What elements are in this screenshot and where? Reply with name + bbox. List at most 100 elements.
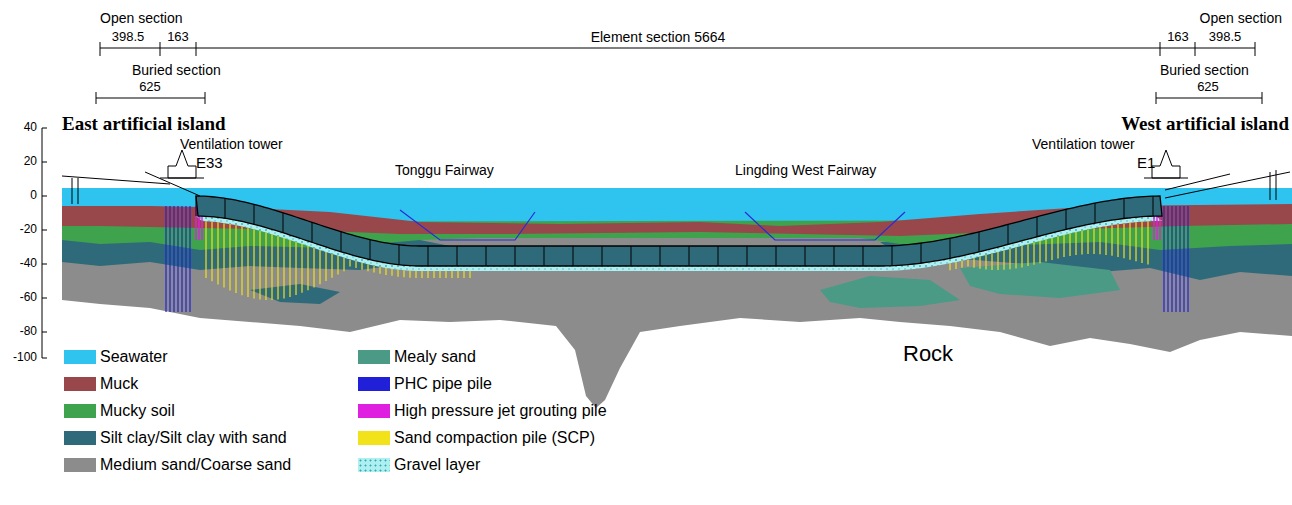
sand-compaction-pile	[1021, 246, 1022, 268]
element-joint	[544, 246, 545, 266]
fairway-outlines	[400, 210, 905, 240]
element-joint	[254, 204, 255, 224]
diagram-label: Tonggu Fairway	[395, 163, 494, 178]
legend-text: Silt clay/Silt clay with sand	[100, 429, 287, 447]
axis-value: -60	[20, 291, 37, 304]
diagram-label: E1	[1137, 155, 1155, 172]
element-joint	[950, 238, 951, 258]
diagram-label: Element section 5664	[591, 30, 726, 45]
sand-compaction-pile	[277, 236, 278, 299]
legend-text: High pressure jet grouting pile	[394, 402, 607, 420]
island-post	[1276, 170, 1277, 200]
phc-pipe-pile	[1163, 206, 1164, 312]
sand-compaction-pile	[379, 267, 380, 274]
axis-tick	[42, 230, 47, 231]
sand-compaction-pile	[1147, 221, 1148, 264]
phc-pipe-pile	[1183, 206, 1184, 312]
tunnel-elements	[196, 196, 1162, 266]
legend-text: Seawater	[100, 348, 168, 366]
phc-pipe-pile	[1171, 206, 1172, 312]
dimension-tick	[100, 42, 101, 56]
axis-tick	[42, 162, 47, 163]
element-joint	[283, 213, 284, 233]
sand-compaction-pile	[271, 234, 272, 300]
dimension-tick	[1156, 92, 1157, 104]
element-joint	[1008, 224, 1009, 244]
legend-text: Medium sand/Coarse sand	[100, 456, 291, 474]
sand-compaction-pile	[457, 271, 458, 278]
sand-compaction-pile	[427, 271, 428, 278]
diagram-label: West artificial island	[1121, 114, 1289, 135]
sand-compaction-pile	[397, 270, 398, 277]
diagram-label: 625	[139, 80, 161, 94]
sand-compaction-pile	[967, 259, 968, 266]
element-joint	[631, 246, 632, 266]
element-joint	[225, 198, 226, 218]
sand-compaction-pile	[223, 223, 224, 287]
diagram-label: Buried section	[132, 63, 221, 78]
phc-pipe-pile	[181, 206, 182, 312]
sand-compaction-pile	[373, 266, 374, 273]
sand-compaction-pile	[259, 231, 260, 300]
sand-compaction-pile	[235, 225, 236, 293]
sand-compaction-pile	[1141, 222, 1142, 263]
legend-swatch	[64, 350, 96, 364]
sand-compaction-pile	[1099, 227, 1100, 254]
element-joint	[515, 246, 516, 266]
dimension-tick	[196, 42, 197, 56]
approach-line	[1165, 172, 1290, 198]
sand-compaction-pile	[991, 254, 992, 270]
dimension-tick	[1195, 42, 1196, 56]
sand-compaction-pile	[961, 261, 962, 268]
phc-pipe-pile	[1175, 206, 1176, 312]
sand-compaction-pile	[1009, 249, 1010, 269]
sand-compaction-pile	[1051, 238, 1052, 260]
legend-swatch	[64, 458, 96, 472]
sand-compaction-pile	[349, 259, 350, 266]
phc-pipe-pile	[185, 206, 186, 312]
sand-compaction-pile	[409, 271, 410, 278]
sand-compaction-pile	[241, 226, 242, 295]
element-joint	[428, 246, 429, 266]
sand-compaction-pile	[1081, 231, 1082, 255]
legend-swatch	[358, 377, 390, 391]
axis-value: 40	[24, 121, 37, 134]
sand-compaction-pile	[1117, 224, 1118, 257]
island-slopes	[62, 170, 1290, 204]
element-joint	[399, 245, 400, 265]
sand-compaction-pile	[289, 240, 290, 297]
mealy-sand	[960, 262, 1120, 298]
sand-compaction-pile	[1123, 223, 1124, 258]
tower-outline	[1152, 150, 1180, 178]
sand-compaction-pile	[1093, 228, 1094, 254]
sand-compaction-pile	[979, 257, 980, 269]
sand-compaction-pile	[955, 262, 956, 269]
diagram-label: Open section	[1200, 11, 1283, 26]
phc-pipe-pile	[165, 206, 166, 312]
axis-value: -40	[20, 257, 37, 270]
sand-compaction-pile	[469, 271, 470, 278]
legend-swatch	[64, 377, 96, 391]
sand-compaction-pile	[1075, 232, 1076, 255]
element-joint	[1095, 203, 1096, 223]
tower-outline	[168, 150, 196, 178]
dimension-tick	[205, 92, 206, 104]
tower-base	[1144, 178, 1188, 179]
element-joint	[486, 246, 487, 266]
sand-compaction-pile	[445, 271, 446, 278]
legend-text: Mucky soil	[100, 402, 175, 420]
legend-swatch	[358, 350, 390, 364]
sand-compaction-pile	[421, 271, 422, 278]
tower-base	[160, 178, 204, 179]
dimension-tick	[1262, 92, 1263, 104]
dimension-tick	[160, 42, 161, 56]
dimension-tick	[1160, 42, 1161, 56]
sand-compaction-pile	[433, 271, 434, 278]
legend-text: Sand compaction pile (SCP)	[394, 429, 595, 447]
sand-compaction-pile	[283, 238, 284, 298]
sand-compaction-pile	[307, 246, 308, 290]
sand-compaction-pile	[313, 248, 314, 287]
legend-swatch	[358, 404, 390, 418]
diagram-label: 163	[1167, 30, 1189, 44]
